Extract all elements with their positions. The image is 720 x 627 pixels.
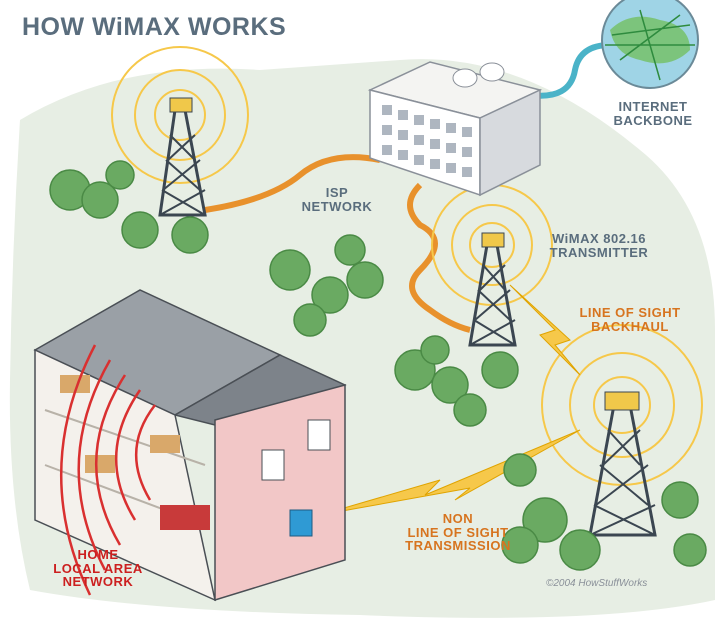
tower-backhaul: [588, 391, 657, 537]
nlos-line2: LINE OF SIGHT: [407, 524, 509, 540]
globe-icon: [601, 0, 699, 89]
page-title: HOW WiMAX WORKS: [22, 13, 287, 41]
home-lan-line2: LOCAL AREA: [53, 560, 143, 576]
tree-cluster: [49, 160, 707, 571]
backhaul-bolt: [509, 284, 581, 376]
backbone-cable: [529, 42, 611, 99]
internet-backbone-line1: INTERNET: [618, 99, 688, 114]
nlos-line1: NON: [442, 511, 474, 526]
nlos-line3: TRANSMISSION: [405, 538, 511, 554]
line-of-sight-backhaul-label: LINE OF SIGHT BACKHAUL: [560, 306, 700, 333]
isp-building: [367, 61, 543, 197]
internet-backbone-line2: BACKBONE: [613, 112, 693, 128]
internet-backbone-label: INTERNET BACKBONE: [598, 100, 708, 127]
non-line-of-sight-label: NON LINE OF SIGHT TRANSMISSION: [388, 512, 528, 553]
home-lan-line1: HOME: [77, 547, 119, 562]
wimax-transmitter-line2: TRANSMITTER: [549, 244, 649, 260]
isp-network-label: ISP NETWORK: [292, 186, 382, 213]
home-building: [33, 289, 347, 602]
wimax-transmitter-line1: WiMAX 802.16: [551, 231, 647, 246]
backhaul-line2: BACKHAUL: [591, 318, 669, 334]
tower-transmitter: [468, 232, 517, 347]
home-lan-label: HOME LOCAL AREA NETWORK: [38, 548, 158, 589]
lan-signal-waves: [59, 344, 156, 596]
isp-cable: [407, 182, 471, 333]
copyright-text: ©2004 HowStuffWorks: [546, 578, 648, 589]
isp-network-line2: NETWORK: [301, 198, 373, 214]
isp-network-line1: ISP: [325, 185, 349, 200]
nlos-bolt: [319, 429, 581, 516]
isp-cable: [204, 154, 381, 213]
backhaul-line1: LINE OF SIGHT: [579, 305, 681, 320]
wimax-transmitter-label: WiMAX 802.16 TRANSMITTER: [524, 232, 674, 259]
tower-left: [158, 97, 207, 217]
home-lan-line3: NETWORK: [62, 574, 134, 590]
